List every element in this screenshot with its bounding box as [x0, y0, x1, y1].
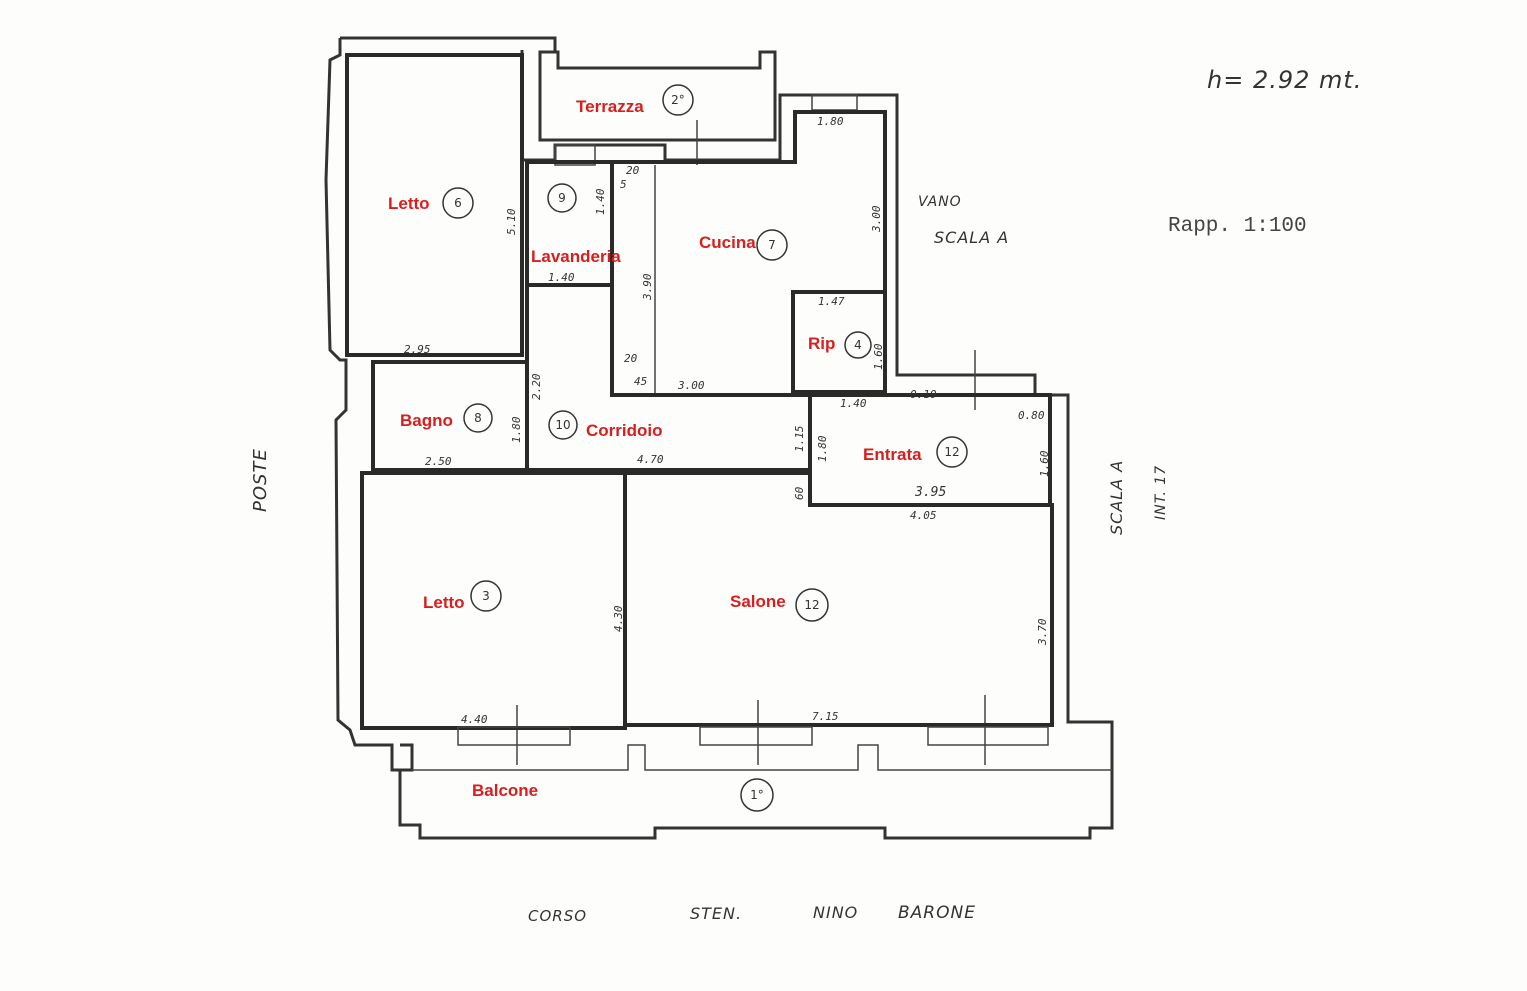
dimension: 3.00	[677, 379, 705, 392]
dimension: 5	[620, 178, 627, 191]
room-number: 1°	[750, 788, 764, 802]
room-corridoio	[525, 285, 812, 472]
room-letto-top	[345, 53, 524, 357]
dimension: 2.95	[404, 343, 431, 356]
dimension: 1.40	[548, 271, 575, 284]
dimension: 20	[624, 352, 638, 365]
dimension: 4.70	[637, 453, 664, 466]
dimension: 3.90	[641, 273, 654, 301]
label-salone: Salone	[730, 592, 786, 611]
dimension: 2.50	[425, 455, 452, 468]
room-number: 8	[474, 411, 482, 425]
room-number: 7	[768, 238, 776, 252]
street-name: BARONE	[898, 903, 976, 923]
room-number: 12	[944, 445, 959, 459]
room-labels: Letto Terrazza Lavanderia Cucina Rip Bag…	[388, 97, 922, 800]
street-name: NINO	[813, 903, 858, 922]
dimension: 3.70	[1036, 618, 1049, 646]
room-number: 6	[454, 196, 462, 210]
room-number-circles: 6 2° 9 7 4 8 10 12 3 12 1°	[442, 84, 968, 812]
room-lavanderia	[525, 160, 614, 287]
dimension: 1.80	[817, 115, 844, 128]
dimension: 4.05	[910, 509, 937, 522]
vano-note: VANO	[918, 194, 962, 210]
dimension: 3.00	[870, 205, 883, 233]
dimension: 4.40	[461, 713, 488, 726]
dimension: 7.15	[812, 710, 839, 723]
annotations: h= 2.92 mt. Rapp. 1:100 VANO SCALA A SCA…	[250, 66, 1362, 925]
room-salone	[625, 471, 1054, 727]
label-entrata: Entrata	[863, 445, 922, 464]
scala-a-side-note: SCALA A	[1107, 460, 1126, 535]
dimension-labels: 5.10 2.95 1.40 1.40 1.80 3.00 3.00 3.90 …	[404, 115, 1051, 726]
dimension: 4.30	[612, 605, 625, 632]
street-name: STEN.	[690, 904, 742, 923]
label-terrazza: Terrazza	[576, 97, 644, 116]
dimension: 20	[626, 164, 640, 177]
room-number: 10	[555, 418, 570, 432]
scale-note: Rapp. 1:100	[1168, 215, 1307, 238]
label-rip: Rip	[808, 334, 835, 353]
dimension: 45	[634, 375, 647, 388]
dimension: 1.15	[793, 426, 806, 453]
interior-note: INT. 17	[1153, 465, 1169, 520]
dimension: 1.40	[840, 397, 867, 410]
room-cucina	[610, 110, 887, 397]
scala-a-note: SCALA A	[934, 228, 1009, 247]
room-number: 2°	[671, 93, 685, 107]
room-letto-3	[360, 471, 627, 730]
room-number: 9	[558, 191, 566, 205]
walls	[324, 36, 1114, 840]
dimension: 2.20	[530, 373, 543, 400]
label-balcone: Balcone	[472, 781, 538, 800]
label-lavanderia: Lavanderia	[531, 247, 621, 266]
dimension: 1.60	[1038, 450, 1051, 477]
dimension: 1.47	[818, 295, 845, 308]
room-number: 4	[854, 338, 862, 352]
dimension: 1.80	[510, 416, 523, 443]
label-letto-3: Letto	[423, 593, 465, 612]
label-bagno: Bagno	[400, 411, 453, 430]
dimension: 5.10	[505, 208, 518, 235]
room-ripostiglio	[791, 290, 887, 394]
label-letto-top: Letto	[388, 194, 430, 213]
room-number: 12	[804, 598, 819, 612]
dimension: 1.60	[872, 343, 885, 370]
dimension: 1.40	[594, 188, 607, 215]
dimension: 0.10	[910, 388, 937, 401]
label-cucina: Cucina	[699, 233, 756, 252]
rooms	[345, 53, 1054, 746]
dimension: 60	[793, 486, 806, 500]
label-corridoio: Corridoio	[586, 421, 663, 440]
room-number: 3	[482, 589, 490, 603]
dimension: 3.95	[914, 485, 946, 500]
poste-note: POSTE	[250, 448, 271, 512]
dimension: 1.80	[816, 435, 829, 462]
dimension: 0.80	[1018, 409, 1045, 422]
height-note: h= 2.92 mt.	[1207, 66, 1362, 94]
street-name: CORSO	[528, 907, 587, 925]
